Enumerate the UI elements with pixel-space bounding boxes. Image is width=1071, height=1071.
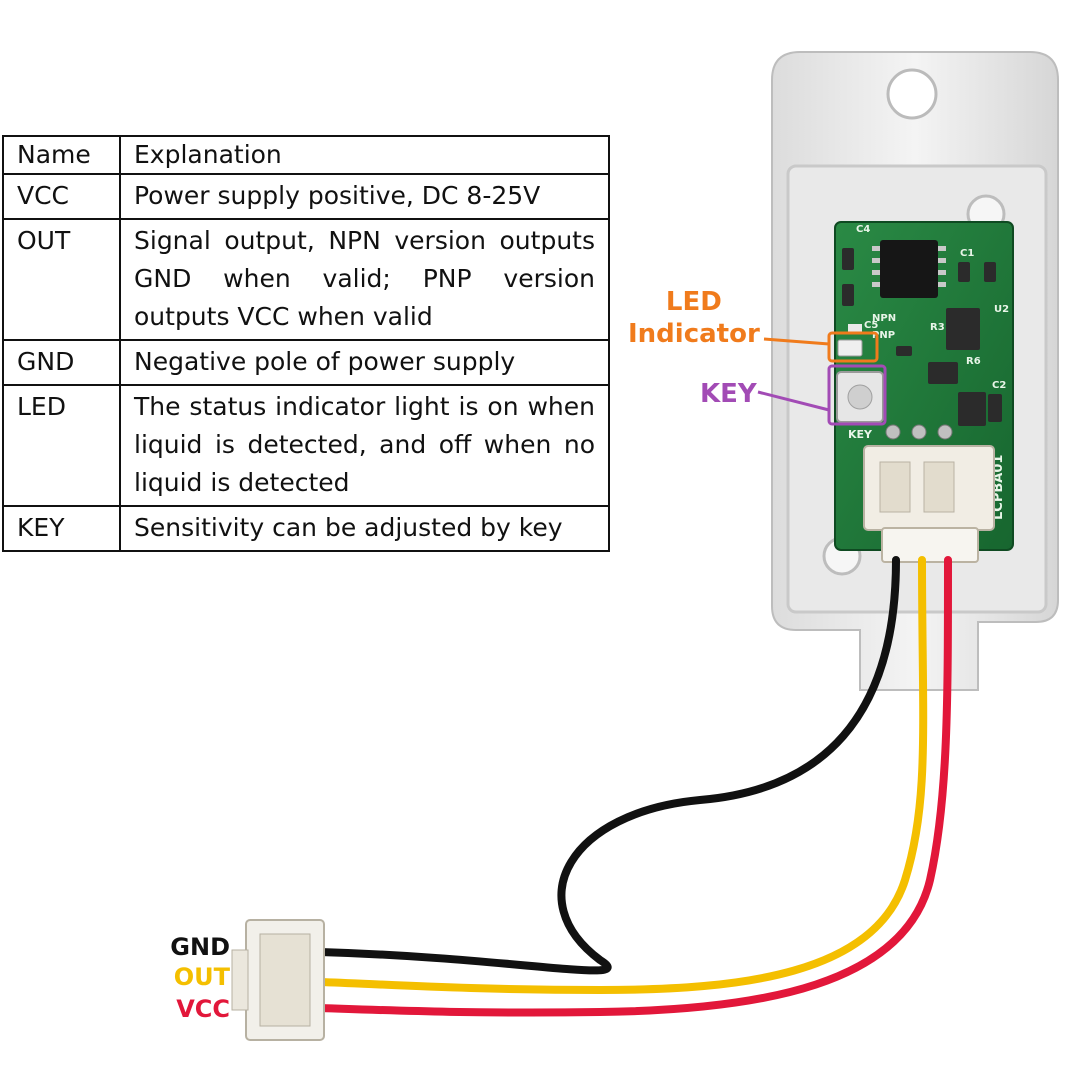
pin-explanation: Sensitivity can be adjusted by key [119,505,610,552]
silk-c2: C2 [992,380,1006,391]
silk-c1: C1 [960,248,974,259]
silk-key: KEY [848,428,873,441]
vcc-wire [316,556,952,1017]
status-led [837,339,863,357]
mounting-hole [886,68,938,120]
table-header-row: Name Explanation [2,135,610,175]
end-connector [231,919,325,1041]
silk-marker [848,324,862,334]
table-row: LED The status indicator light is on whe… [2,384,610,507]
pin-name: GND [2,339,121,386]
pin-explanation: Negative pole of power supply [119,339,610,386]
table-row: GND Negative pole of power supply [2,339,610,386]
led-leader-line [763,337,830,346]
pin-name: VCC [2,173,121,220]
pin-explanation: Signal output, NPN version outputs GND w… [119,218,610,341]
gnd-wire [316,556,900,975]
silk-npn: NPN [872,313,896,324]
table-row: OUT Signal output, NPN version outputs G… [2,218,610,341]
led-indicator-callout: LED Indicator [628,286,760,350]
silk-r6: R6 [966,356,981,367]
wire-label-vcc: VCC [176,995,230,1023]
wire-label-gnd: GND [170,933,230,961]
key-callout: KEY [700,379,757,409]
pin-explanation: Power supply positive, DC 8-25V [119,173,610,220]
key-highlight-box [827,364,887,426]
transistor [946,308,980,350]
wire-harness [316,556,952,1017]
table-row: VCC Power supply positive, DC 8-25V [2,173,610,220]
led-callout-line1: LED [665,287,722,317]
silk-c5: C5 [864,320,878,331]
board-connector [863,445,995,563]
pin-description-table: Name Explanation VCC Power supply positi… [2,135,610,552]
led-callout-line2: Indicator [628,319,760,349]
silk-c4: C4 [856,224,870,235]
silk-u2: U2 [994,304,1009,315]
wire-label-out: OUT [173,963,230,991]
header-explanation: Explanation [119,135,610,175]
pin-explanation: The status indicator light is on when li… [119,384,610,507]
ic-chip [880,240,938,298]
header-name: Name [2,135,121,175]
pin-name: OUT [2,218,121,341]
silk-r3: R3 [930,322,945,333]
pin-name: KEY [2,505,121,552]
led-highlight-box [827,331,879,363]
pin-name: LED [2,384,121,507]
silk-pnp: PNP [872,330,895,341]
key-leader-line [757,390,830,412]
out-wire [316,556,928,994]
table-row: KEY Sensitivity can be adjusted by key [2,505,610,552]
